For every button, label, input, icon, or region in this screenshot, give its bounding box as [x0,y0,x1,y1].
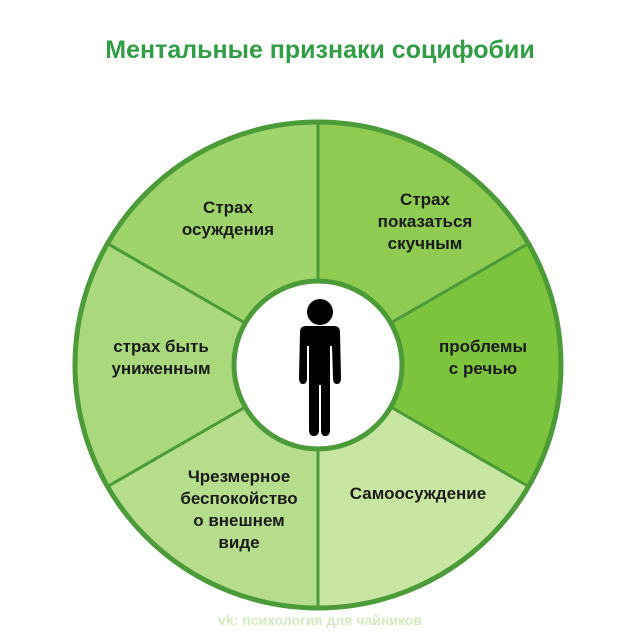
label-line: униженным [111,359,211,378]
segment-label-fear-judgment: Страх осуждения [182,197,274,241]
label-line: о внешнем [193,511,285,530]
outer-ring [72,119,564,611]
label-line: Страх [400,190,450,209]
segment-label-fear-humiliation: страх быть униженным [111,336,210,380]
label-line: осуждения [181,220,275,239]
label-line: страх быть [113,337,209,356]
page-title: Ментальные признаки социфобии [105,36,535,64]
label-line: скучным [387,234,463,253]
label-line: Самоосуждение [349,484,487,503]
segment-label-self-judgment: Самоосуждение [350,483,486,505]
label-line: беспокойство [180,489,298,508]
segment-label-speech-problems: проблемы с речью [439,336,527,380]
label-line: Страх [203,198,253,217]
footer-credit: vk: психология для чайников [218,612,422,628]
segment-label-fear-boring: Страх показаться скучным [378,189,473,255]
label-line: Чрезмерное [187,467,291,486]
person-icon [299,299,341,436]
label-line: виде [218,533,260,552]
segment-label-appearance-worry: Чрезмерное беспокойство о внешнем виде [180,466,297,554]
label-line: показаться [377,212,473,231]
label-line: с речью [448,359,518,378]
label-line: проблемы [438,337,528,356]
